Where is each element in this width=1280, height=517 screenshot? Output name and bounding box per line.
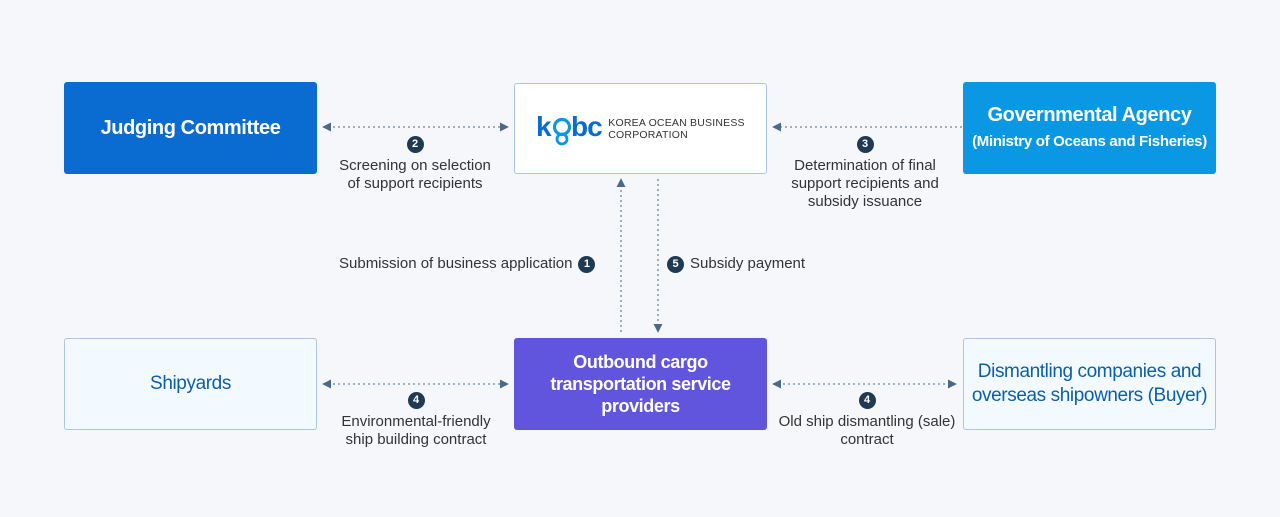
governmental-agency-title: Governmental Agency	[987, 104, 1192, 126]
service-providers-line2: transportation service	[550, 374, 731, 394]
service-providers-line1: Outbound cargo	[573, 352, 708, 372]
step-1-badge: 1	[578, 255, 596, 273]
edge-3-line3: subsidy issuance	[807, 193, 923, 210]
edge-3-line2: support recipients and	[791, 175, 939, 192]
kobc-logo-text: KOREA OCEAN BUSINESS CORPORATION	[608, 117, 744, 141]
governmental-agency-subtitle: (Ministry of Oceans and Fisheries)	[972, 133, 1207, 150]
edge-2-label: 2 Screening on selection of support reci…	[322, 136, 508, 193]
kobc-box: k bc KOREA OCEAN BUSINESS CORPORATION	[514, 83, 767, 174]
edge-4a-line2: ship building contract	[345, 431, 487, 448]
dismantling-line2: overseas shipowners (Buyer)	[971, 385, 1208, 406]
kobc-logo-mark: k bc	[536, 112, 602, 145]
kobc-logo: k bc KOREA OCEAN BUSINESS CORPORATION	[536, 112, 745, 146]
governmental-agency-box: Governmental Agency (Ministry of Oceans …	[963, 82, 1216, 174]
edge-5-text: Subsidy payment	[690, 255, 806, 272]
service-providers-line3: providers	[601, 396, 680, 416]
judging-committee-title: Judging Committee	[100, 117, 281, 139]
edge-3-label: 3 Determination of final support recipie…	[770, 136, 960, 211]
edge-4b-line2: contract	[840, 431, 894, 448]
edge-5-label: 5 Subsidy payment	[667, 255, 805, 273]
edge-4a-label: 4 Environmental-friendly ship building c…	[318, 392, 514, 449]
kobc-logo-line1: KOREA OCEAN BUSINESS	[608, 116, 745, 129]
dismantling-box: Dismantling companies and overseas shipo…	[963, 338, 1216, 430]
edge-3-line1: Determination of final	[794, 157, 936, 174]
edge-1-label: Submission of business application 1	[339, 255, 596, 273]
shipyards-title: Shipyards	[150, 373, 231, 394]
edge-1-text: Submission of business application	[339, 255, 573, 272]
edge-2-line2: of support recipients	[347, 175, 483, 192]
dismantling-line1: Dismantling companies and	[977, 361, 1202, 382]
service-providers-box: Outbound cargo transportation service pr…	[514, 338, 767, 430]
svg-text:bc: bc	[571, 112, 602, 142]
edge-4b-label: 4 Old ship dismantling (sale) contract	[768, 392, 966, 449]
kobc-logo-line2: CORPORATION	[608, 128, 688, 141]
step-4a-badge: 4	[407, 392, 425, 409]
step-4b-badge: 4	[858, 392, 876, 409]
judging-committee-box: Judging Committee	[64, 82, 317, 174]
step-2-badge: 2	[406, 136, 424, 153]
edge-4b-line1: Old ship dismantling (sale)	[778, 413, 956, 430]
edge-2-line1: Screening on selection	[339, 157, 491, 174]
svg-text:k: k	[536, 112, 552, 142]
edge-4a-line1: Environmental-friendly	[341, 413, 491, 430]
step-5-badge: 5	[667, 255, 684, 273]
step-3-badge: 3	[856, 136, 874, 153]
shipyards-box: Shipyards	[64, 338, 317, 430]
